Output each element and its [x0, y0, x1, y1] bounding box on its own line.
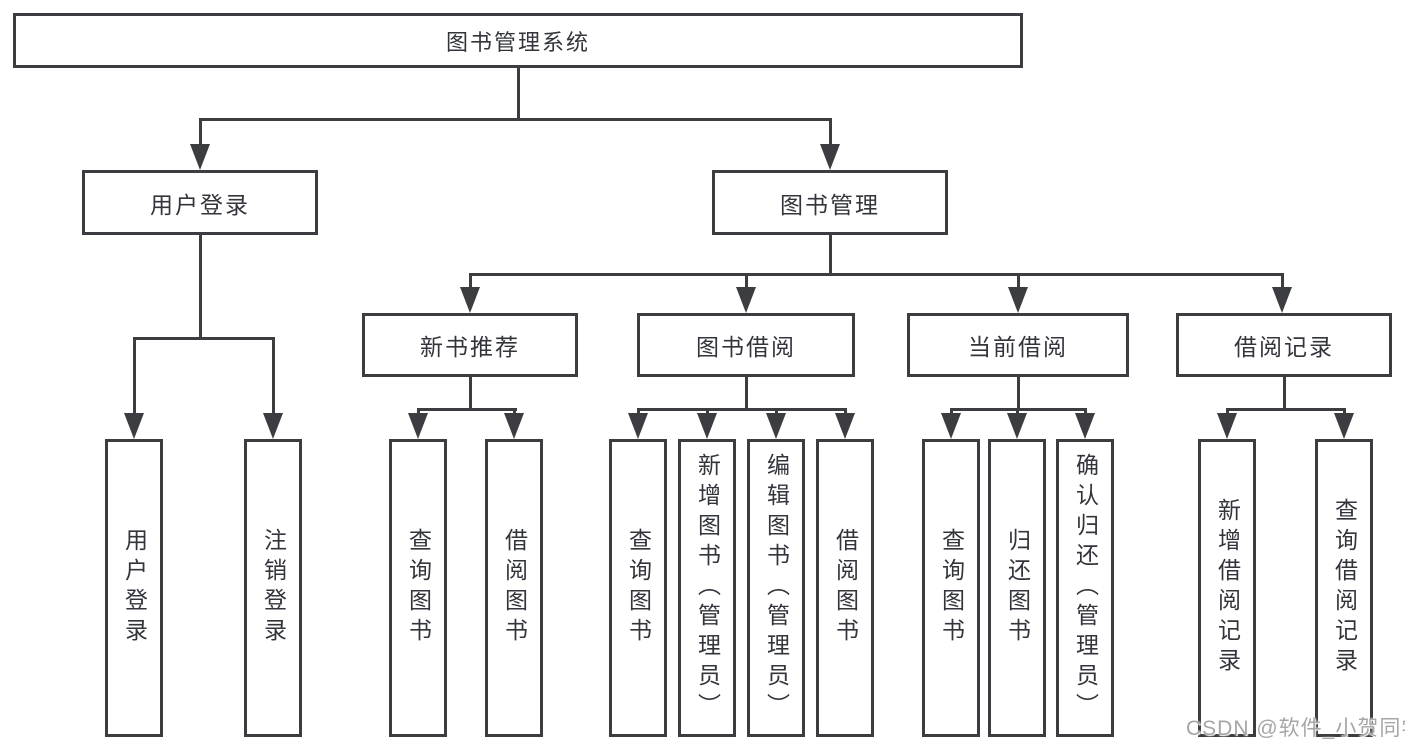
tree-connector-v	[513, 408, 516, 416]
leaf-query-books-borrowing: 查询图书	[609, 439, 667, 737]
arrow-down-icon	[504, 413, 524, 439]
node-label: 借阅图书	[832, 528, 859, 648]
tree-connector-v	[1226, 408, 1229, 416]
node-label: 当前借阅	[968, 334, 1068, 360]
node-label: 用户登录	[150, 191, 250, 218]
node-label: 图书借阅	[696, 334, 796, 360]
arrow-down-icon	[408, 413, 428, 439]
tree-connector-v	[745, 377, 748, 408]
node-label: 用户登录	[121, 528, 148, 648]
tree-connector-v	[1281, 273, 1284, 289]
tree-connector-h	[637, 408, 847, 411]
leaf-confirm-return-admin: 确认归还（管理员）	[1056, 439, 1114, 737]
arrow-down-icon	[124, 413, 144, 439]
tree-connector-v	[1343, 408, 1346, 416]
tree-connector-v	[1017, 273, 1020, 289]
tree-connector-v	[133, 337, 136, 415]
tree-connector-v	[272, 337, 275, 415]
tree-connector-h	[133, 337, 275, 340]
arrow-down-icon	[263, 413, 283, 439]
arrow-down-icon	[1007, 413, 1027, 439]
tree-connector-v	[775, 408, 778, 416]
tree-connector-v	[199, 118, 202, 146]
tree-connector-v	[706, 408, 709, 416]
tree-connector-h	[1226, 408, 1344, 411]
node-user-login: 用户登录	[82, 170, 318, 235]
tree-connector-v	[745, 273, 748, 289]
tree-connector-v	[1084, 408, 1087, 416]
node-label: 新增借阅记录	[1214, 498, 1241, 678]
node-label: 图书管理	[780, 191, 880, 218]
leaf-query-borrow-record: 查询借阅记录	[1315, 439, 1373, 737]
tree-connector-h	[199, 118, 832, 121]
leaf-logout: 注销登录	[244, 439, 302, 737]
node-book-borrowing: 图书借阅	[637, 313, 855, 377]
node-book-management: 图书管理	[712, 170, 948, 235]
node-label: 图书管理系统	[445, 29, 590, 55]
node-library-management-system: 图书管理系统	[13, 13, 1023, 68]
node-label: 查询图书	[938, 528, 965, 648]
tree-connector-v	[829, 235, 832, 273]
arrow-down-icon	[820, 144, 840, 170]
leaf-return-books: 归还图书	[988, 439, 1046, 737]
node-label: 新书推荐	[420, 334, 520, 360]
node-label: 查询图书	[405, 528, 432, 648]
arrow-down-icon	[941, 413, 961, 439]
tree-connector-v	[517, 68, 520, 118]
watermark: CSDN @软件_小贺同学	[1186, 717, 1405, 740]
tree-connector-v	[417, 408, 420, 416]
arrow-down-icon	[736, 287, 756, 313]
tree-connector-v	[469, 273, 472, 289]
tree-connector-v	[1016, 408, 1019, 416]
arrow-down-icon	[190, 144, 210, 170]
leaf-borrow-books-recommend: 借阅图书	[485, 439, 543, 737]
tree-connector-v	[1017, 377, 1020, 408]
tree-connector-v	[469, 377, 472, 408]
node-label: 归还图书	[1004, 528, 1031, 648]
node-label: 查询图书	[625, 528, 652, 648]
leaf-borrow-books-borrowing: 借阅图书	[816, 439, 874, 737]
arrow-down-icon	[1008, 287, 1028, 313]
leaf-query-books-recommend: 查询图书	[389, 439, 447, 737]
leaf-user-login: 用户登录	[105, 439, 163, 737]
node-label: 借阅记录	[1234, 334, 1334, 360]
tree-connector-v	[1283, 377, 1286, 408]
node-label: 注销登录	[260, 528, 287, 648]
node-borrowing-records: 借阅记录	[1176, 313, 1392, 377]
arrow-down-icon	[460, 287, 480, 313]
leaf-add-book-admin: 新增图书（管理员）	[678, 439, 736, 737]
arrow-down-icon	[1272, 287, 1292, 313]
node-label: 查询借阅记录	[1331, 498, 1358, 678]
leaf-edit-book-admin: 编辑图书（管理员）	[747, 439, 805, 737]
arrow-down-icon	[766, 413, 786, 439]
leaf-query-books-current: 查询图书	[922, 439, 980, 737]
tree-connector-h	[469, 273, 1283, 276]
node-new-book-recommend: 新书推荐	[362, 313, 578, 377]
node-current-borrowing: 当前借阅	[907, 313, 1129, 377]
tree-connector-v	[199, 235, 202, 337]
arrow-down-icon	[628, 413, 648, 439]
arrow-down-icon	[697, 413, 717, 439]
node-label: 借阅图书	[501, 528, 528, 648]
tree-connector-h	[417, 408, 517, 411]
tree-connector-v	[829, 118, 832, 146]
arrow-down-icon	[1075, 413, 1095, 439]
tree-connector-v	[844, 408, 847, 416]
tree-connector-v	[637, 408, 640, 416]
node-label: 新增图书（管理员）	[694, 453, 721, 723]
node-label: 确认归还（管理员）	[1072, 453, 1099, 723]
arrow-down-icon	[1334, 413, 1354, 439]
arrow-down-icon	[1217, 413, 1237, 439]
arrow-down-icon	[835, 413, 855, 439]
leaf-add-borrow-record: 新增借阅记录	[1198, 439, 1256, 737]
node-label: 编辑图书（管理员）	[763, 453, 790, 723]
tree-connector-v	[950, 408, 953, 416]
